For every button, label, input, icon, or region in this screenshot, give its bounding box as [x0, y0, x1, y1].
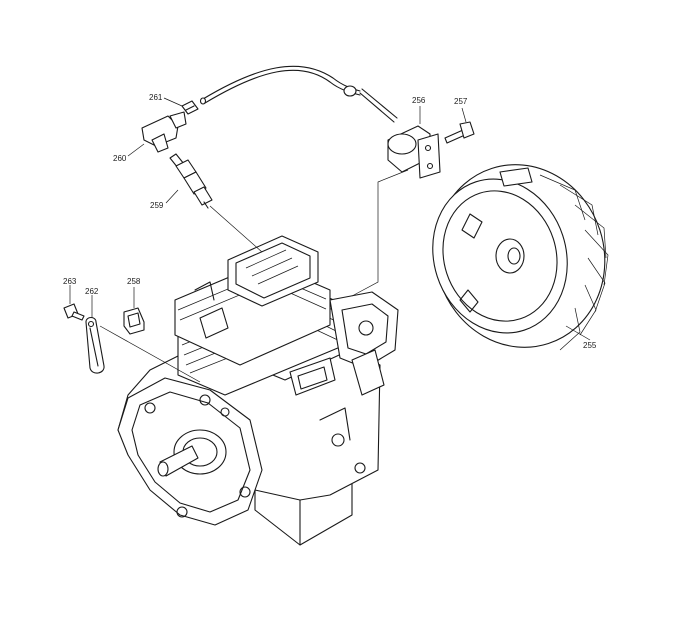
plug-cap — [141, 111, 187, 153]
callout-261: 261 — [149, 93, 163, 102]
callout-263: 263 — [63, 277, 77, 286]
callout-255: 255 — [583, 341, 597, 350]
grommet — [123, 307, 145, 335]
ignition-coil — [199, 65, 441, 179]
bolt-263 — [63, 303, 85, 321]
flywheel — [432, 164, 609, 351]
callout-262: 262 — [85, 287, 99, 296]
engine-block — [117, 235, 399, 546]
stop-plate — [85, 316, 105, 374]
callout-260: 260 — [113, 154, 127, 163]
spark-plug — [169, 153, 213, 209]
leader-lines — [69, 97, 591, 383]
clip — [181, 100, 199, 115]
callout-257: 257 — [454, 97, 468, 106]
callout-256: 256 — [412, 96, 426, 105]
callout-258: 258 — [127, 277, 141, 286]
callout-259: 259 — [150, 201, 164, 210]
bolt-257 — [444, 121, 475, 144]
